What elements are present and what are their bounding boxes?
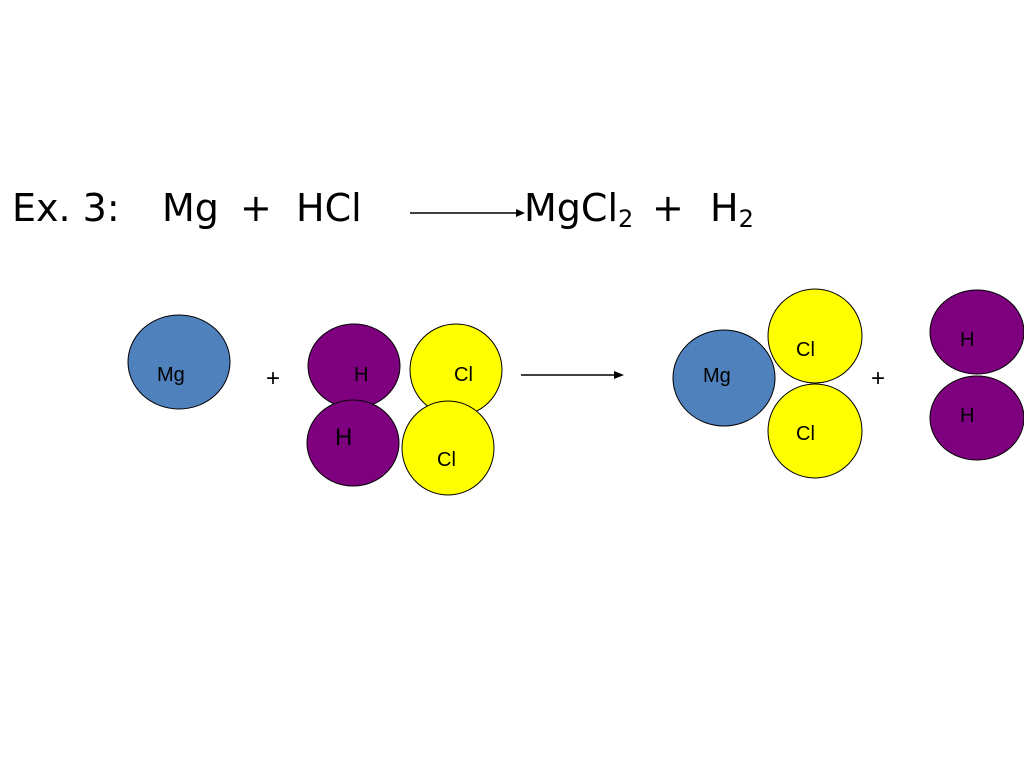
example-label: Ex. 3: xyxy=(12,186,120,230)
product-mgcl2-subscript: 2 xyxy=(618,205,634,233)
plus-right: + xyxy=(871,365,885,392)
product-h2-subscript: 2 xyxy=(738,205,754,233)
plus-sign: + xyxy=(240,186,272,230)
reactant-hcl: HCl xyxy=(296,186,362,230)
cl-atom-right-top-label: Cl xyxy=(796,339,815,361)
product-h2: H2 xyxy=(710,186,754,233)
h-atom-right-bottom-label: H xyxy=(960,405,974,427)
h-atom-right-top-label: H xyxy=(960,329,974,351)
h-atom-bottom xyxy=(306,399,400,487)
product-mgcl2: MgCl2 xyxy=(524,186,633,233)
product-h2-main: H xyxy=(710,186,739,230)
mg-atom-right-label: Mg xyxy=(703,365,731,387)
cl-atom-bottom xyxy=(401,400,495,496)
mg-atom-left-label: Mg xyxy=(157,364,185,386)
reaction-arrow-head xyxy=(614,371,624,379)
cl-atom-bottom-label: Cl xyxy=(437,449,456,471)
mg-atom-left xyxy=(127,314,231,410)
h-atom-top-label: H xyxy=(354,364,368,386)
h-atom-right-bottom xyxy=(929,375,1024,461)
h-atom-right-top xyxy=(929,289,1024,375)
plus-left: + xyxy=(266,365,280,392)
cl-atom-right-top xyxy=(767,288,863,384)
mg-atom-right xyxy=(672,329,776,427)
h-atom-bottom-label: H xyxy=(335,424,352,451)
product-mgcl2-main: MgCl xyxy=(524,186,618,230)
plus-sign-2: + xyxy=(652,186,684,230)
cl-atom-right-bottom xyxy=(767,383,863,479)
reactant-mg: Mg xyxy=(162,186,219,230)
cl-atom-top-label: Cl xyxy=(454,364,473,386)
equation-arrow xyxy=(410,209,525,217)
cl-atom-right-bottom-label: Cl xyxy=(796,423,815,445)
